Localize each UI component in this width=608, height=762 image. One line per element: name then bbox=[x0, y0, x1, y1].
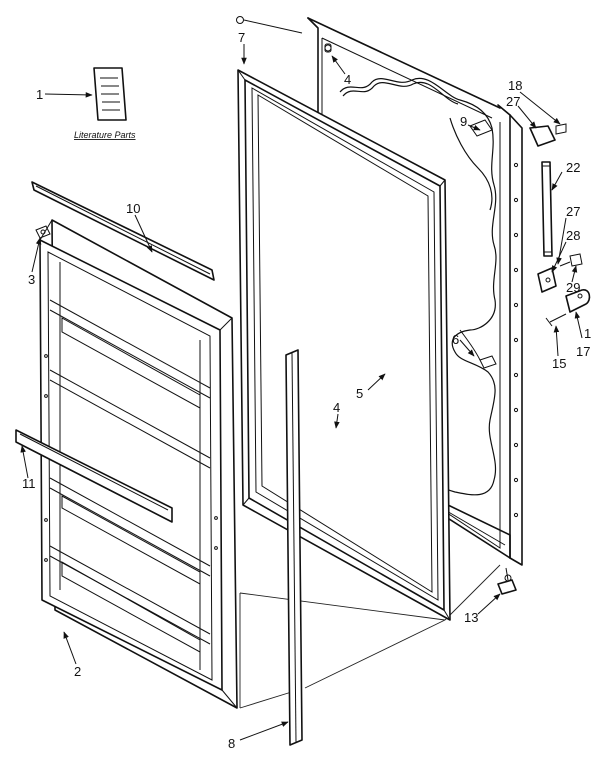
callout-22: 22 bbox=[566, 160, 580, 175]
door-strip bbox=[285, 349, 303, 746]
callout-13: 13 bbox=[464, 610, 478, 625]
callout-9: 9 bbox=[460, 114, 467, 129]
hinge-hardware bbox=[236, 16, 591, 595]
shelf-retainer-bar bbox=[15, 429, 173, 523]
callout-2: 2 bbox=[74, 664, 81, 679]
door-gasket bbox=[237, 69, 451, 621]
callout-4-top: 4 bbox=[344, 72, 351, 87]
callout-28: 28 bbox=[566, 228, 580, 243]
callout-15: 15 bbox=[552, 356, 566, 371]
caption-literature-parts: Literature Parts bbox=[74, 130, 136, 140]
callout-4-bottom: 4 bbox=[333, 400, 340, 415]
callout-27-mid: 27 bbox=[566, 204, 580, 219]
callout-3: 3 bbox=[28, 272, 35, 287]
callout-1: 1 bbox=[36, 87, 43, 102]
callout-10: 10 bbox=[126, 201, 140, 216]
callout-11: 11 bbox=[22, 476, 36, 491]
callout-17: 17 bbox=[576, 344, 590, 359]
literature-parts-icon bbox=[93, 67, 127, 121]
callout-7: 7 bbox=[238, 30, 245, 45]
callout-1-handle: 1 bbox=[584, 326, 591, 341]
hinge-part bbox=[35, 225, 51, 239]
callout-18: 18 bbox=[508, 78, 522, 93]
callout-labels: Literature Parts 1 1 2 3 4 4 5 6 6 7 8 9… bbox=[22, 30, 591, 751]
callout-5: 5 bbox=[356, 386, 363, 401]
callout-8: 8 bbox=[228, 736, 235, 751]
door-liner bbox=[39, 219, 238, 709]
floor-guide-lines bbox=[239, 564, 501, 709]
leader-lines bbox=[20, 44, 583, 741]
door-top-trim bbox=[31, 181, 215, 281]
callout-29: 29 bbox=[566, 280, 580, 295]
callout-27-top: 27 bbox=[506, 94, 520, 109]
callout-6: 6 bbox=[452, 332, 459, 347]
flange-holes bbox=[513, 162, 519, 518]
